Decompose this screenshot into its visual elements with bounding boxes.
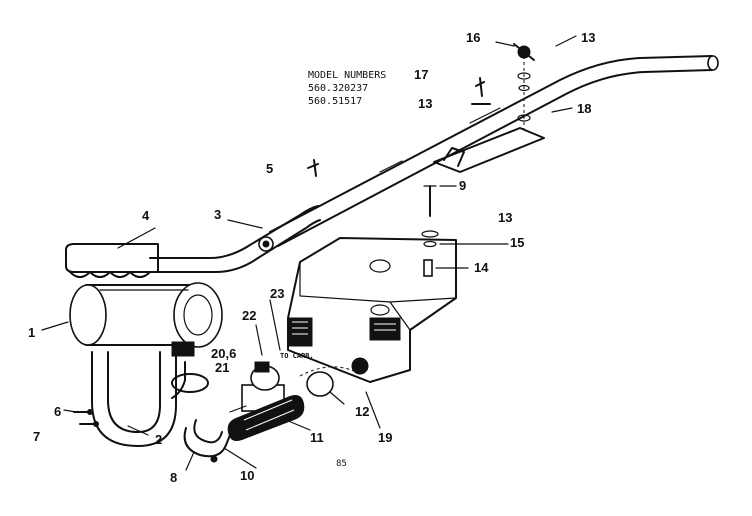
- part-label-14: 14: [474, 260, 489, 275]
- part-label-4: 4: [142, 208, 150, 223]
- part-label-22: 22: [242, 308, 256, 323]
- part-label-7: 7: [33, 429, 40, 444]
- model-number-1: 560.320237: [308, 83, 368, 94]
- part-label-12: 12: [355, 404, 369, 419]
- handle-grip: [65, 243, 159, 278]
- page-code: 85: [336, 459, 347, 469]
- part-label-1: 1: [28, 325, 35, 340]
- part-label-17: 17: [414, 67, 428, 82]
- part-label-13-top: 13: [581, 30, 595, 45]
- upper-handlebar: [269, 55, 719, 247]
- part-label-11: 11: [310, 430, 324, 445]
- part-label-5: 5: [266, 161, 273, 176]
- part-label-19: 19: [378, 430, 392, 445]
- part-label-15: 15: [510, 235, 524, 250]
- tank-bracket: [91, 351, 177, 447]
- leader-lines: [41, 35, 577, 471]
- part-labels: 1 2 3 4 5 6 7 8 9 10 11 12 13 13 13 14 1…: [28, 30, 595, 485]
- to-carb-callout: TO CARB.: [280, 352, 314, 360]
- part-label-6: 6: [54, 404, 61, 419]
- wing-knob: [513, 43, 535, 130]
- fuel-tank: [69, 282, 223, 357]
- part-label-23: 23: [270, 286, 284, 301]
- part-label-9: 9: [459, 178, 466, 193]
- part-label-13-mid: 13: [418, 96, 432, 111]
- part-label-16: 16: [466, 30, 480, 45]
- part-label-10: 10: [240, 468, 254, 483]
- handlebar-bracket: [433, 114, 545, 173]
- air-filter: [227, 395, 305, 441]
- part-label-18: 18: [577, 101, 591, 116]
- engine-housing: [287, 237, 457, 383]
- part-label-8: 8: [170, 470, 177, 485]
- spacer-and-bolts: [421, 185, 439, 277]
- part-label-13-low: 13: [498, 210, 512, 225]
- part-label-2: 2: [155, 432, 162, 447]
- part-label-21: 21: [215, 360, 229, 375]
- part-label-20-6: 20,6: [211, 346, 236, 361]
- model-number-2: 560.51517: [308, 96, 362, 107]
- model-numbers-block: MODEL NUMBERS 560.320237 560.51517: [308, 70, 386, 107]
- lower-handle: [149, 205, 321, 273]
- part-label-3: 3: [214, 207, 221, 222]
- model-numbers-heading: MODEL NUMBERS: [308, 70, 386, 81]
- small-hardware: [73, 77, 491, 427]
- fuel-line: [171, 361, 233, 463]
